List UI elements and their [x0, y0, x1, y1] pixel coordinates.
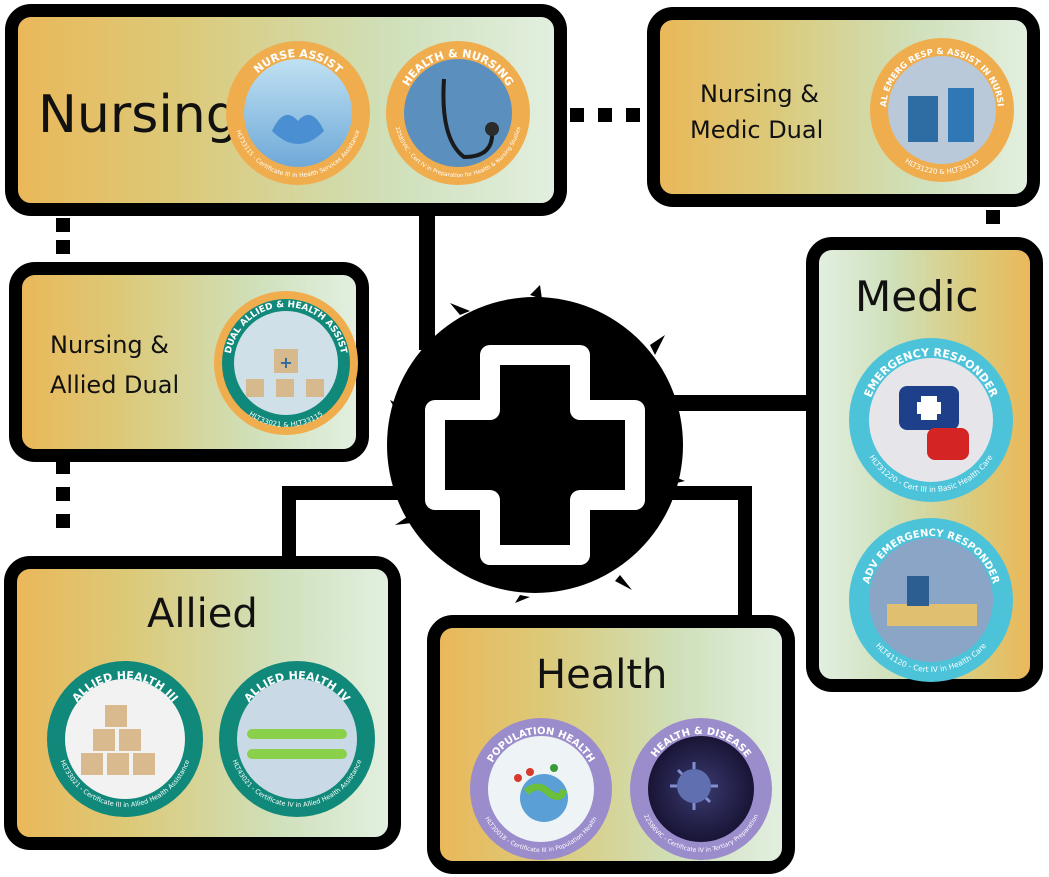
- allied-health-iv-badge[interactable]: ALLIED HEALTH IV HLT43021 - Certificate …: [217, 659, 377, 819]
- health-title: Health: [536, 652, 668, 698]
- emergency-responder-badge[interactable]: EMERGENCY RESPONDER HLT31220 - Cert III …: [847, 336, 1015, 504]
- population-health-badge[interactable]: POPULATION HEALTH HLT30018 - Certificate…: [468, 716, 614, 862]
- connector-medic-hub: [660, 395, 830, 411]
- connector-nursing-hub: [419, 205, 435, 350]
- nursing-allied-title-line1: Nursing &: [50, 331, 169, 359]
- nursing-title: Nursing: [38, 85, 239, 145]
- health-nursing-badge[interactable]: HEALTH & NURSING 22585VIC - Cert IV in P…: [384, 39, 532, 187]
- dual-allied-health-badge[interactable]: + DUAL ALLIED & HEALTH ASSIST HLT33021 &…: [212, 289, 360, 437]
- nurse-assist-badge[interactable]: NURSE ASSIST HLT33115 - Certificate III …: [224, 39, 372, 187]
- nursing-allied-dual-box[interactable]: Nursing & Allied Dual + DUAL ALLIED & HE…: [9, 262, 369, 462]
- nursing-medic-dual-box[interactable]: Nursing & Medic Dual DUAL EMERG RESP & A…: [647, 7, 1040, 207]
- nursing-medic-title-line1: Nursing &: [700, 80, 819, 108]
- allied-title: Allied: [147, 591, 258, 637]
- adv-emergency-responder-badge[interactable]: ADV EMERGENCY RESPONDER HLT41120 - Cert …: [847, 516, 1015, 684]
- connector-health-hub-v: [738, 486, 752, 616]
- center-hub: [387, 285, 685, 603]
- health-box[interactable]: Health POPULATION HEALTH HLT30018 - Cert…: [427, 615, 795, 874]
- allied-health-iii-badge[interactable]: ALLIED HEALTH III HLT33021 - Certificate…: [45, 659, 205, 819]
- dual-emerg-resp-badge[interactable]: DUAL EMERG RESP & ASSIST IN NURSING HLT3…: [868, 36, 1016, 184]
- connector-allied-hub-v: [282, 486, 296, 566]
- medic-box[interactable]: Medic EMERGENCY RESPONDER HLT31220 - Cer…: [806, 237, 1043, 692]
- nursing-allied-title-line2: Allied Dual: [50, 371, 180, 399]
- connector-allied-hub-h: [282, 486, 422, 500]
- medic-title: Medic: [855, 272, 979, 321]
- nursing-box[interactable]: Nursing NURSE ASSIST HLT33115 - Certific…: [5, 4, 567, 216]
- nursing-medic-title-line2: Medic Dual: [690, 116, 824, 144]
- medical-cross-icon: [387, 285, 685, 603]
- allied-box[interactable]: Allied ALLIED HEALTH III HLT33021 - Cert…: [4, 556, 401, 850]
- svg-text:+: +: [279, 353, 292, 372]
- health-disease-badge[interactable]: HEALTH & DISEASE 22586VIC - Certificate …: [628, 716, 774, 862]
